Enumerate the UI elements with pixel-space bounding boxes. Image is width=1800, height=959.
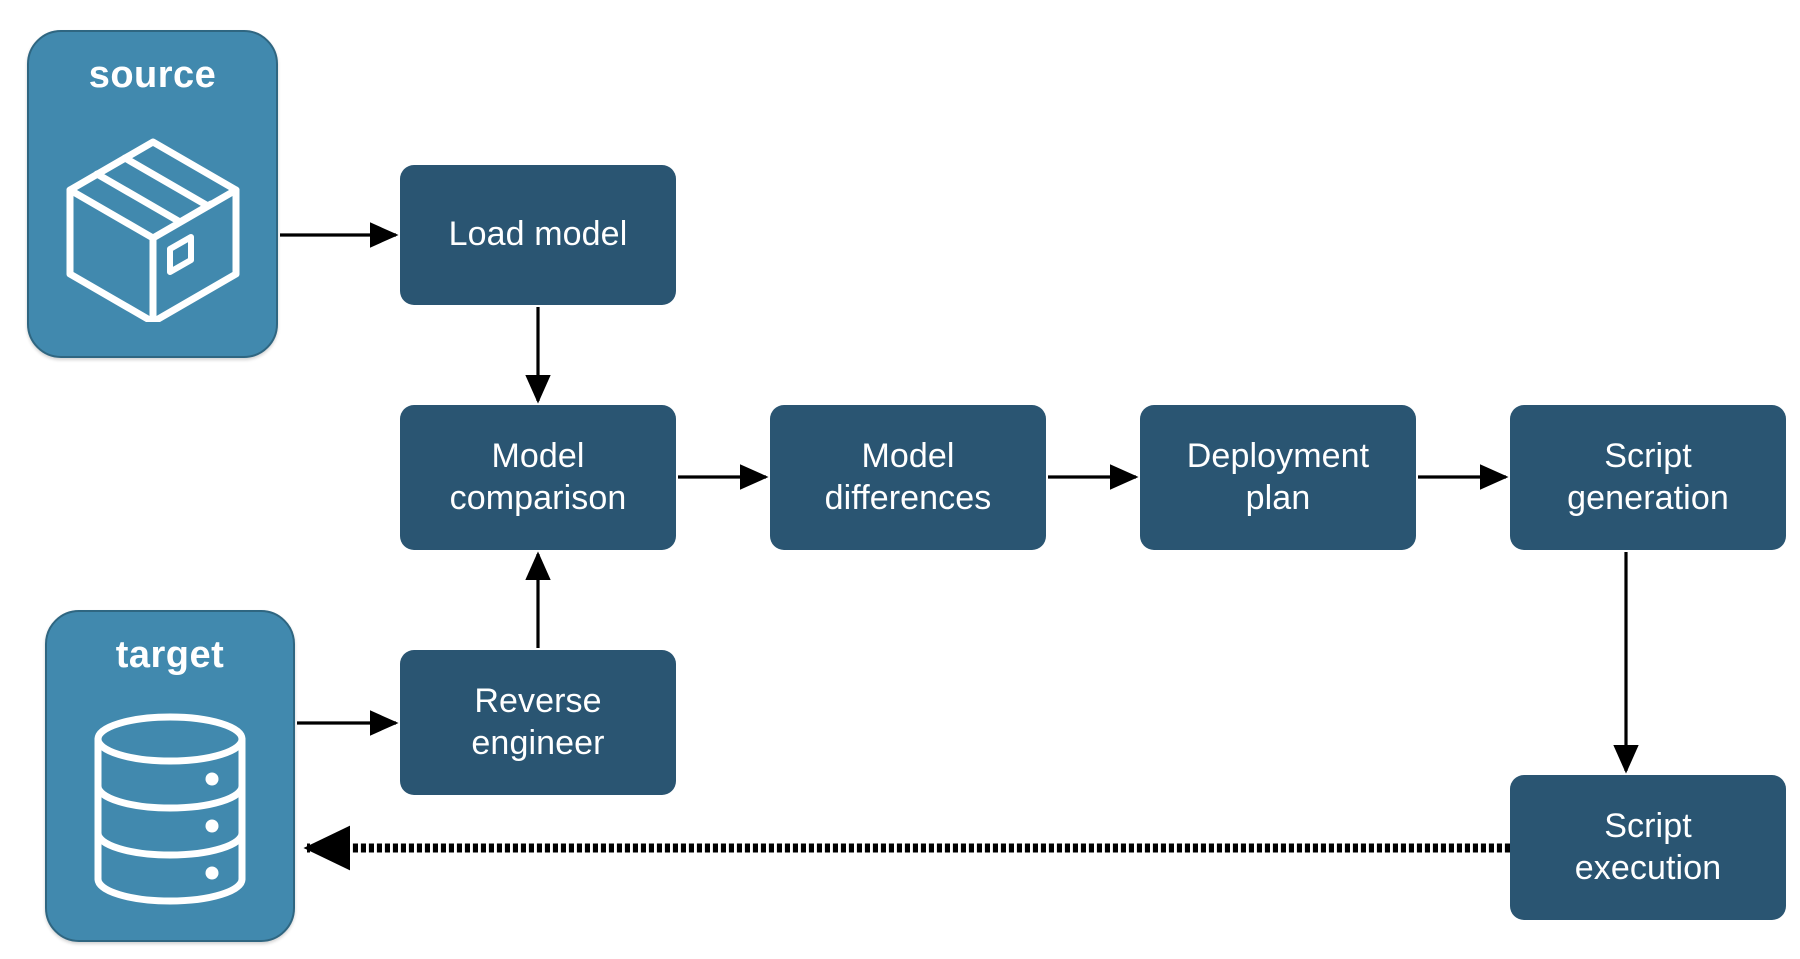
process-load-model-label: Load model bbox=[448, 215, 628, 254]
process-load-model[interactable]: Load model bbox=[400, 165, 676, 305]
process-reverse-engineer-label: Reverse engineer bbox=[471, 682, 605, 762]
process-script-execution-label: Script execution bbox=[1574, 807, 1722, 887]
endpoint-target[interactable]: target bbox=[45, 610, 295, 942]
endpoint-source[interactable]: source bbox=[27, 30, 278, 358]
process-script-execution[interactable]: Script execution bbox=[1510, 775, 1786, 920]
process-model-differences[interactable]: Model differences bbox=[770, 405, 1046, 550]
process-model-comparison-label: Model comparison bbox=[449, 437, 627, 517]
process-script-generation-label: Script generation bbox=[1567, 437, 1729, 517]
process-deployment-plan[interactable]: Deployment plan bbox=[1140, 405, 1416, 550]
process-script-generation[interactable]: Script generation bbox=[1510, 405, 1786, 550]
endpoint-target-title: target bbox=[115, 634, 225, 676]
package-box-icon bbox=[29, 97, 276, 356]
process-deployment-plan-label: Deployment plan bbox=[1186, 437, 1370, 517]
process-model-comparison[interactable]: Model comparison bbox=[400, 405, 676, 550]
process-reverse-engineer[interactable]: Reverse engineer bbox=[400, 650, 676, 795]
endpoint-source-title: source bbox=[88, 54, 217, 96]
database-cylinder-icon bbox=[47, 677, 293, 940]
process-model-differences-label: Model differences bbox=[824, 437, 992, 517]
